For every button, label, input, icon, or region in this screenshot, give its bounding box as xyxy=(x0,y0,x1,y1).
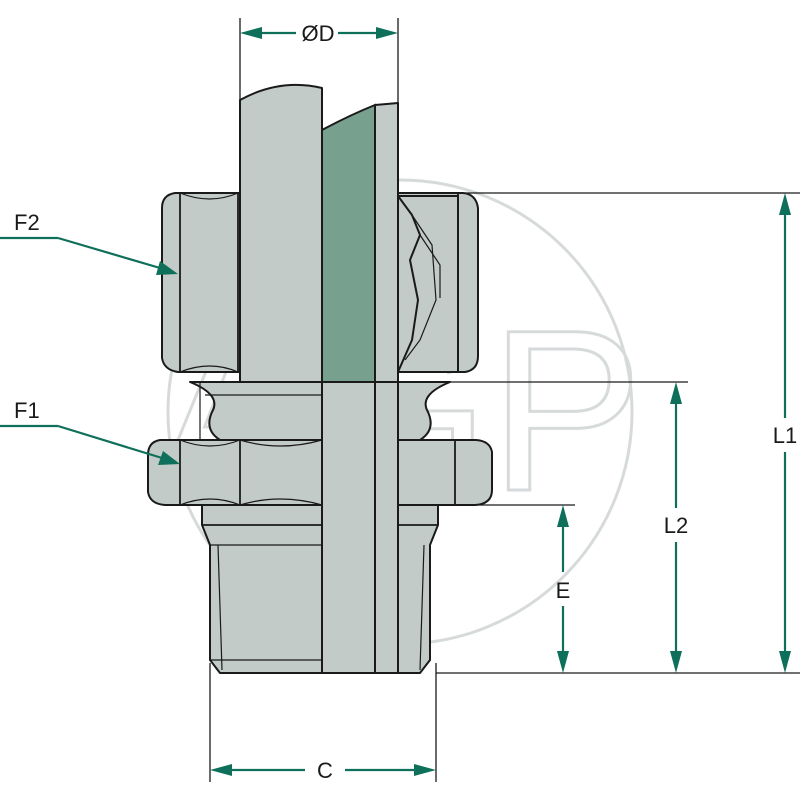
f2-label: F2 xyxy=(14,210,40,235)
dimension-l1: L1 xyxy=(398,192,800,674)
threaded-body xyxy=(201,504,439,674)
od-label: ØD xyxy=(302,21,335,46)
dimension-l2: L2 xyxy=(398,381,688,673)
l1-label: L1 xyxy=(773,423,797,448)
dimension-c: C xyxy=(209,663,437,783)
l2-label: L2 xyxy=(664,513,688,538)
dimension-e: E xyxy=(438,504,575,673)
f1-label: F1 xyxy=(14,398,40,423)
dimension-od: ØD xyxy=(239,18,399,103)
c-label: C xyxy=(317,758,333,783)
leader-f2: F2 xyxy=(0,210,178,275)
hex-nut-f1 xyxy=(147,439,493,506)
tube xyxy=(239,83,399,383)
fitting-neck xyxy=(189,381,451,441)
section-cut xyxy=(321,195,459,674)
leader-f1: F1 xyxy=(0,398,180,465)
e-label: E xyxy=(556,578,571,603)
